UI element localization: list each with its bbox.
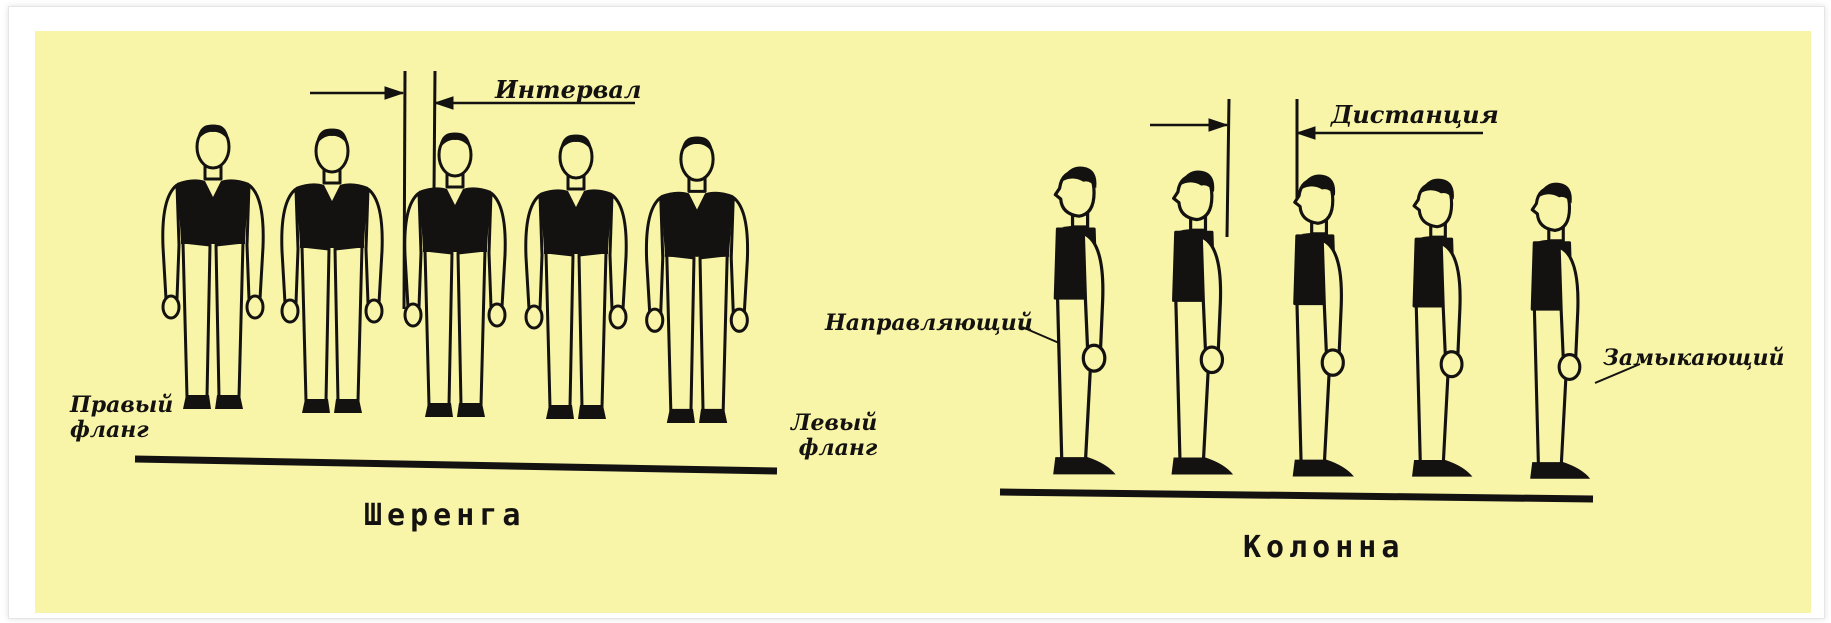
rank-caption: Шеренга: [364, 498, 525, 533]
left-flank-label-line2: фланг: [791, 436, 877, 461]
interval-label: Интервал: [495, 78, 642, 102]
column-ground-line: [1000, 492, 1593, 499]
left-flank-label-line1: Левый: [791, 411, 877, 436]
rank-ground-line: [135, 459, 777, 471]
leading-soldier-label: Направляющий: [825, 312, 1033, 334]
distance-label: Дистанция: [1331, 103, 1499, 127]
image-frame: Интервал Дистанция Направляющий Замыкающ…: [8, 6, 1825, 619]
rank-figures: [163, 125, 748, 423]
rank-soldier-4: [526, 135, 626, 419]
right-flank-label-line1: Правый: [70, 393, 173, 418]
column-caption: Колонна: [1243, 530, 1404, 565]
right-flank-label-line2: фланг: [70, 418, 173, 443]
rank-soldier-1: [163, 125, 263, 409]
closing-soldier-label: Замыкающий: [1603, 347, 1785, 369]
rank-soldier-2: [282, 129, 382, 413]
column-soldier-5: [1530, 183, 1590, 479]
rank-soldier-3: [405, 133, 505, 417]
column-soldier-2: [1172, 171, 1234, 475]
right-flank-label: Правый фланг: [70, 393, 173, 443]
left-flank-label: Левый фланг: [791, 411, 877, 461]
column-soldier-1: [1053, 166, 1115, 474]
column-soldier-3: [1293, 175, 1354, 477]
illustration-plate: Интервал Дистанция Направляющий Замыкающ…: [35, 31, 1811, 613]
column-soldier-4: [1412, 179, 1472, 477]
column-figures: [1053, 166, 1590, 478]
rank-soldier-5: [646, 137, 747, 423]
